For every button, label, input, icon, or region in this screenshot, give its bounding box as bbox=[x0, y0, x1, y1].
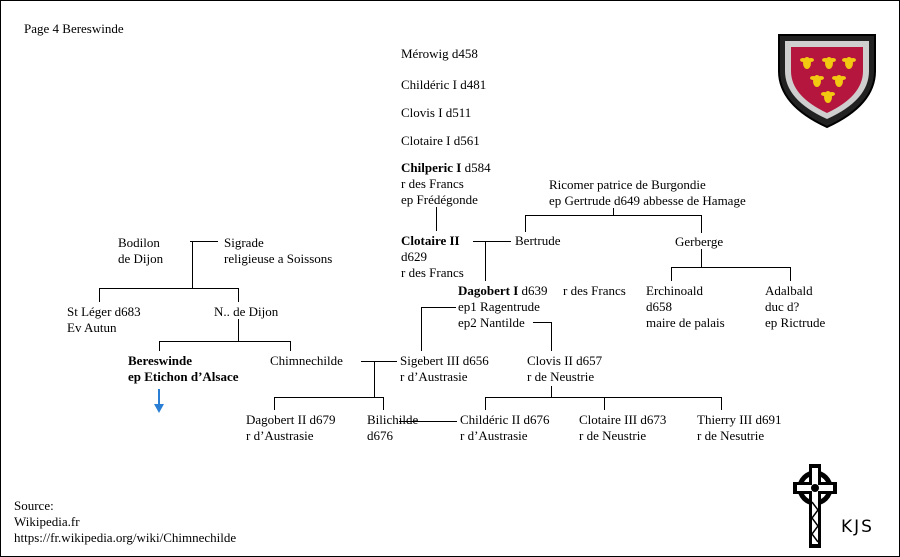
connector-to-bereswinde bbox=[159, 341, 160, 351]
chilperic-date: d584 bbox=[461, 160, 491, 175]
connector-to-adalbald bbox=[790, 267, 791, 281]
connector-sigebert3-stem bbox=[374, 361, 375, 397]
dagobert-2-title: r d’Austrasie bbox=[246, 428, 314, 443]
person-clotaire-3: Clotaire III d673 bbox=[579, 412, 667, 427]
dagobert-1-name: Dagobert I bbox=[458, 283, 519, 298]
person-clovis-1: Clovis I d511 bbox=[401, 105, 472, 120]
person-dagobert-1: Dagobert I d639 bbox=[458, 283, 548, 299]
person-thierry-3: Thierry III d691 bbox=[697, 412, 782, 427]
connector-to-st-leger bbox=[99, 288, 100, 302]
person-childeric-1: Childéric I d481 bbox=[401, 77, 487, 92]
connector-to-dagobert2 bbox=[274, 397, 275, 410]
connector-clovis2-stem bbox=[551, 386, 552, 397]
coat-of-arms-icon bbox=[778, 34, 876, 129]
person-gerberge: Gerberge bbox=[675, 234, 724, 249]
person-erchinoald: Erchinoald bbox=[646, 283, 704, 298]
person-merowig: Mérowig d458 bbox=[401, 46, 478, 61]
childeric-2-title: r d’Austrasie bbox=[460, 428, 528, 443]
dagobert-1-date: d639 bbox=[518, 283, 548, 298]
connector-to-thierry3 bbox=[721, 397, 722, 410]
connector-nantilde bbox=[533, 322, 551, 323]
connector-ragentrude bbox=[421, 307, 456, 308]
bilichilde-date: d676 bbox=[367, 428, 393, 443]
person-bereswinde: Bereswinde bbox=[128, 353, 193, 368]
chilperic-name: Chilperic I bbox=[401, 160, 462, 175]
person-childeric-2: Childéric II d676 bbox=[460, 412, 550, 427]
connector-to-clovis2 bbox=[551, 322, 552, 351]
st-leger-title: Ev Autun bbox=[67, 320, 117, 335]
connector-to-dagobert1 bbox=[485, 241, 486, 281]
continue-down-arrow-icon[interactable] bbox=[151, 387, 167, 415]
connector-clovis2-bar bbox=[485, 397, 722, 398]
source-link[interactable]: https://fr.wikipedia.org/wiki/Chimnechil… bbox=[14, 530, 237, 545]
clotaire-2-title: r des Francs bbox=[401, 265, 464, 280]
source-site: Wikipedia.fr bbox=[14, 514, 80, 529]
connector-bodilon-sigrade bbox=[190, 241, 218, 242]
connector-bilichilde-childeric2 bbox=[399, 421, 457, 422]
connector-chilperic-clotaire2 bbox=[436, 207, 437, 231]
person-bertrude: Bertrude bbox=[515, 233, 561, 248]
person-clotaire-1: Clotaire I d561 bbox=[401, 133, 480, 148]
connector-to-bilichilde bbox=[383, 397, 384, 410]
person-chilperic-1: Chilperic I d584 bbox=[401, 160, 491, 176]
connector-to-bertrude bbox=[525, 215, 526, 232]
thierry-3-title: r de Nesutrie bbox=[697, 428, 765, 443]
connector-to-gerberge bbox=[701, 215, 702, 233]
dagobert-1-spouse-2: ep2 Nantilde bbox=[458, 315, 525, 330]
connector-to-erchinoald bbox=[671, 267, 672, 281]
erchinoald-title: maire de palais bbox=[646, 315, 725, 330]
connector-to-clotaire3 bbox=[604, 397, 605, 410]
page-label: Page 4 Bereswinde bbox=[24, 21, 124, 36]
connector-gerberge-stem bbox=[701, 249, 702, 267]
connector-ricomer-stem bbox=[613, 208, 614, 216]
bereswinde-spouse: ep Etichon d’Alsace bbox=[128, 369, 239, 384]
connector-bodilon-bar bbox=[99, 288, 239, 289]
person-clovis-2: Clovis II d657 bbox=[527, 353, 603, 368]
connector-clotaire2-bertrude bbox=[473, 241, 511, 242]
connector-to-n-de-dijon bbox=[238, 288, 239, 302]
person-sigebert-3: Sigebert III d656 bbox=[400, 353, 489, 368]
person-n-de-dijon: N.. de Dijon bbox=[214, 304, 279, 319]
connector-chimnechilde-sigebert3 bbox=[361, 361, 397, 362]
adalbald-title: duc d? bbox=[765, 299, 800, 314]
bodilon-place: de Dijon bbox=[118, 251, 164, 266]
adalbald-spouse: ep Rictrude bbox=[765, 315, 826, 330]
chilperic-title: r des Francs bbox=[401, 176, 464, 191]
clotaire-2-date: d629 bbox=[401, 249, 427, 264]
connector-to-childeric2 bbox=[485, 397, 486, 410]
person-st-leger: St Léger d683 bbox=[67, 304, 141, 319]
ricomer-spouse: ep Gertrude d649 abbesse de Hamage bbox=[549, 193, 746, 208]
connector-to-sigebert3 bbox=[421, 307, 422, 351]
connector-n-de-dijon-bar bbox=[159, 341, 291, 342]
person-sigrade: Sigrade bbox=[224, 235, 264, 250]
source-label: Source: bbox=[14, 498, 54, 513]
person-chimnechilde: Chimnechilde bbox=[270, 353, 343, 368]
person-dagobert-2: Dagobert II d679 bbox=[246, 412, 336, 427]
clovis-2-title: r de Neustrie bbox=[527, 369, 595, 384]
connector-bodilon-stem bbox=[192, 241, 193, 288]
person-adalbald: Adalbald bbox=[765, 283, 813, 298]
connector-to-chimnechilde bbox=[290, 341, 291, 351]
sigebert-3-title: r d’Austrasie bbox=[400, 369, 468, 384]
person-ricomer: Ricomer patrice de Burgondie bbox=[549, 177, 706, 192]
person-bodilon: Bodilon bbox=[118, 235, 160, 250]
connector-sigebert3-bar bbox=[274, 397, 384, 398]
chilperic-spouse: ep Frédégonde bbox=[401, 192, 478, 207]
logo-text: KJS bbox=[841, 517, 874, 537]
sigrade-note: religieuse a Soissons bbox=[224, 251, 333, 266]
erchinoald-date: d658 bbox=[646, 299, 672, 314]
connector-gerberge-bar bbox=[671, 267, 791, 268]
dagobert-1-title: r des Francs bbox=[563, 283, 626, 298]
person-bilichilde: Bilichilde bbox=[367, 412, 419, 427]
connector-n-de-dijon-stem bbox=[238, 319, 239, 341]
person-clotaire-2: Clotaire II bbox=[401, 233, 460, 248]
clotaire-3-title: r de Neustrie bbox=[579, 428, 647, 443]
dagobert-1-spouse-1: ep1 Ragentrude bbox=[458, 299, 540, 314]
celtic-cross-icon bbox=[793, 464, 837, 548]
